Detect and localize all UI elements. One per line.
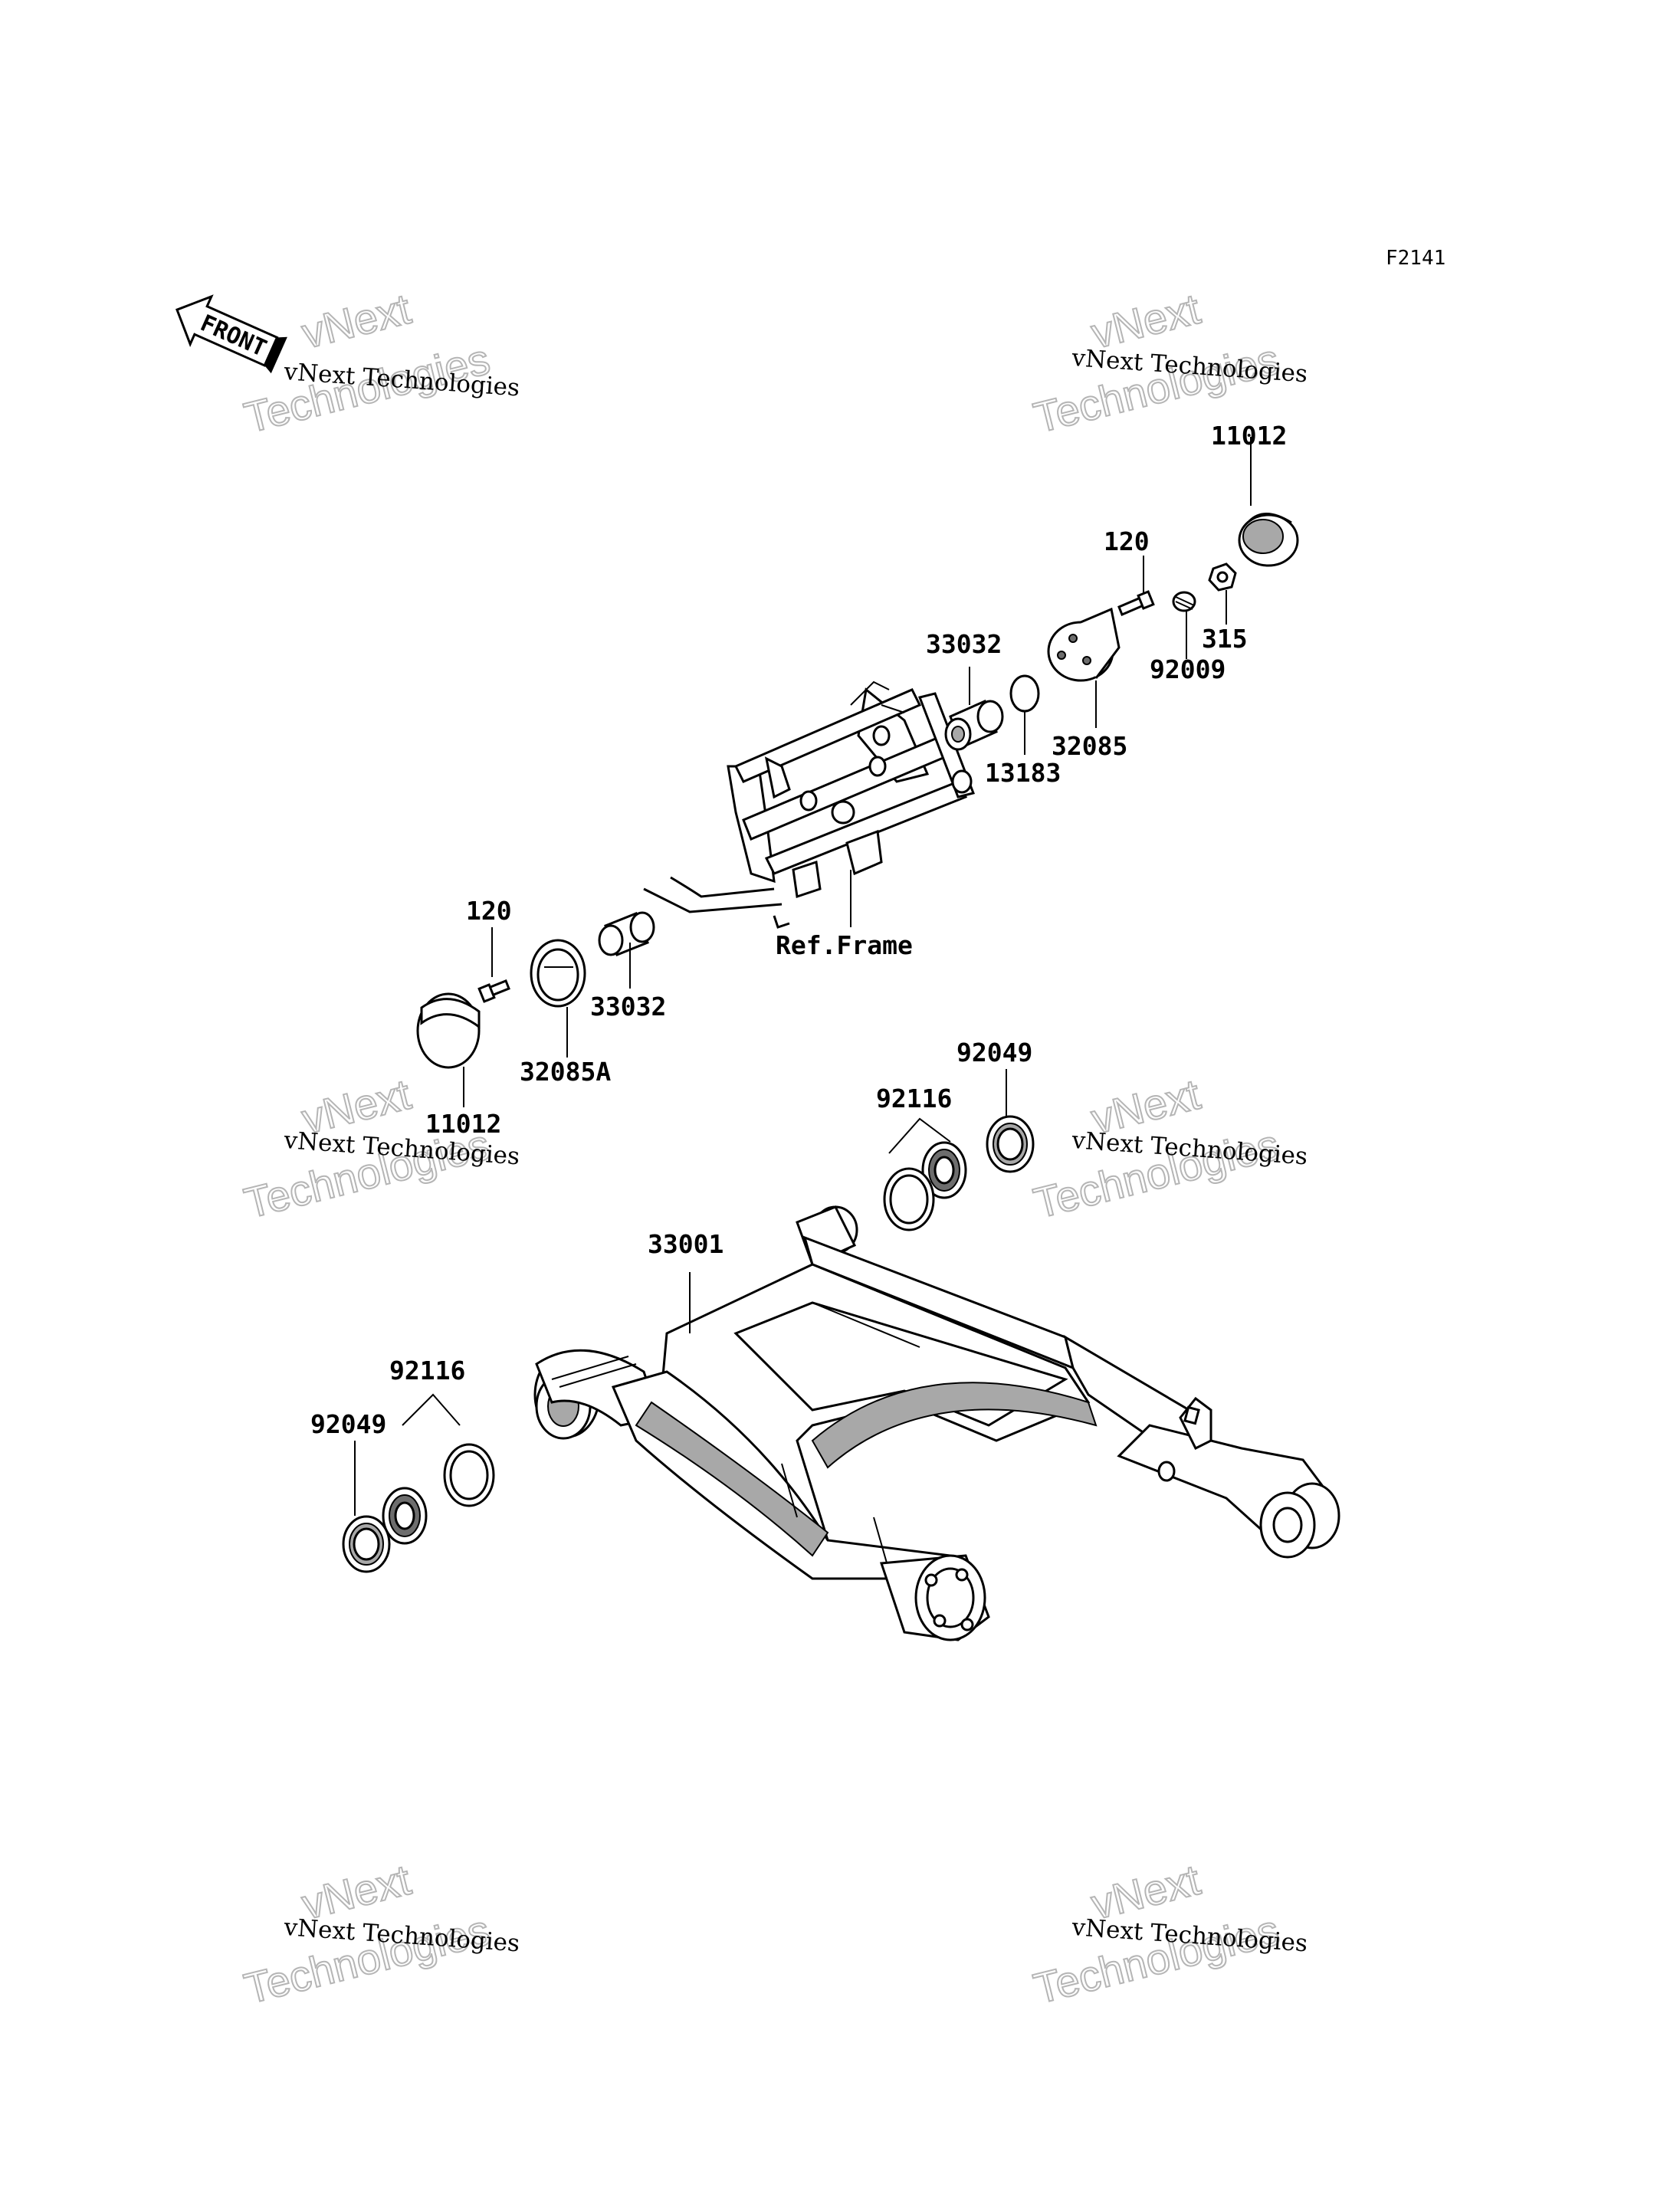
- seal-right-label: 92049: [956, 1038, 1032, 1067]
- bolt-left-label: 120: [466, 896, 512, 926]
- seal-left: [342, 1441, 391, 1573]
- nut-right: [1208, 562, 1237, 625]
- plate-left: [530, 939, 586, 1058]
- nut-right-label: 315: [1202, 624, 1248, 654]
- bearing-right-label: 92116: [876, 1084, 952, 1113]
- bolt-left: [477, 927, 510, 1003]
- bearing-left-label: 92116: [389, 1356, 465, 1385]
- watermark-mid-right: vNext Technologies vNext Technologies: [1029, 1069, 1308, 1228]
- seal-left-label: 92049: [310, 1409, 386, 1439]
- figure-code: F2141: [1386, 247, 1445, 270]
- bearing-left: [382, 1393, 495, 1545]
- plate-right-label: 32085: [1052, 731, 1127, 761]
- cap-left-label: 11012: [425, 1109, 501, 1139]
- watermark-top-right: vNext Technologies vNext Technologies: [1029, 284, 1308, 443]
- cap-right-label: 11012: [1211, 421, 1287, 451]
- spring-right-label: 92009: [1150, 654, 1226, 684]
- bolt-right-label: 120: [1104, 526, 1150, 556]
- cap-left: [416, 992, 481, 1107]
- watermark-bottom-right: vNext Technologies vNext Technologies: [1029, 1854, 1308, 2014]
- collar-right-label: 33032: [926, 629, 1002, 659]
- watermark-top-left: vNext Technologies vNext Technologies: [239, 284, 520, 443]
- front-arrow-icon: FRONT: [176, 294, 287, 374]
- ring-right-label: 13183: [985, 758, 1061, 788]
- bolt-right: [1117, 556, 1155, 616]
- svg-text:vNext: vNext: [297, 284, 416, 358]
- collar-left: [598, 911, 655, 989]
- ref-frame-label: Ref.Frame: [776, 930, 913, 960]
- swingarm: [533, 1205, 1340, 1641]
- swingarm-label: 33001: [648, 1229, 724, 1259]
- collar-left-label: 33032: [590, 992, 666, 1021]
- plate-right: [1047, 607, 1121, 728]
- plate-left-label: 32085A: [520, 1057, 611, 1087]
- ring-right: [1009, 674, 1040, 755]
- watermark-mid-left: vNext Technologies vNext Technologies: [239, 1069, 520, 1228]
- bearing-right: [883, 1117, 967, 1231]
- cap-right: [1238, 437, 1299, 567]
- frame-drawing: [643, 680, 976, 929]
- watermark-bottom-left: vNext Technologies vNext Technologies: [239, 1854, 520, 2014]
- seal-right: [986, 1069, 1035, 1173]
- collar-right: [944, 667, 1004, 751]
- spring-right: [1172, 591, 1196, 659]
